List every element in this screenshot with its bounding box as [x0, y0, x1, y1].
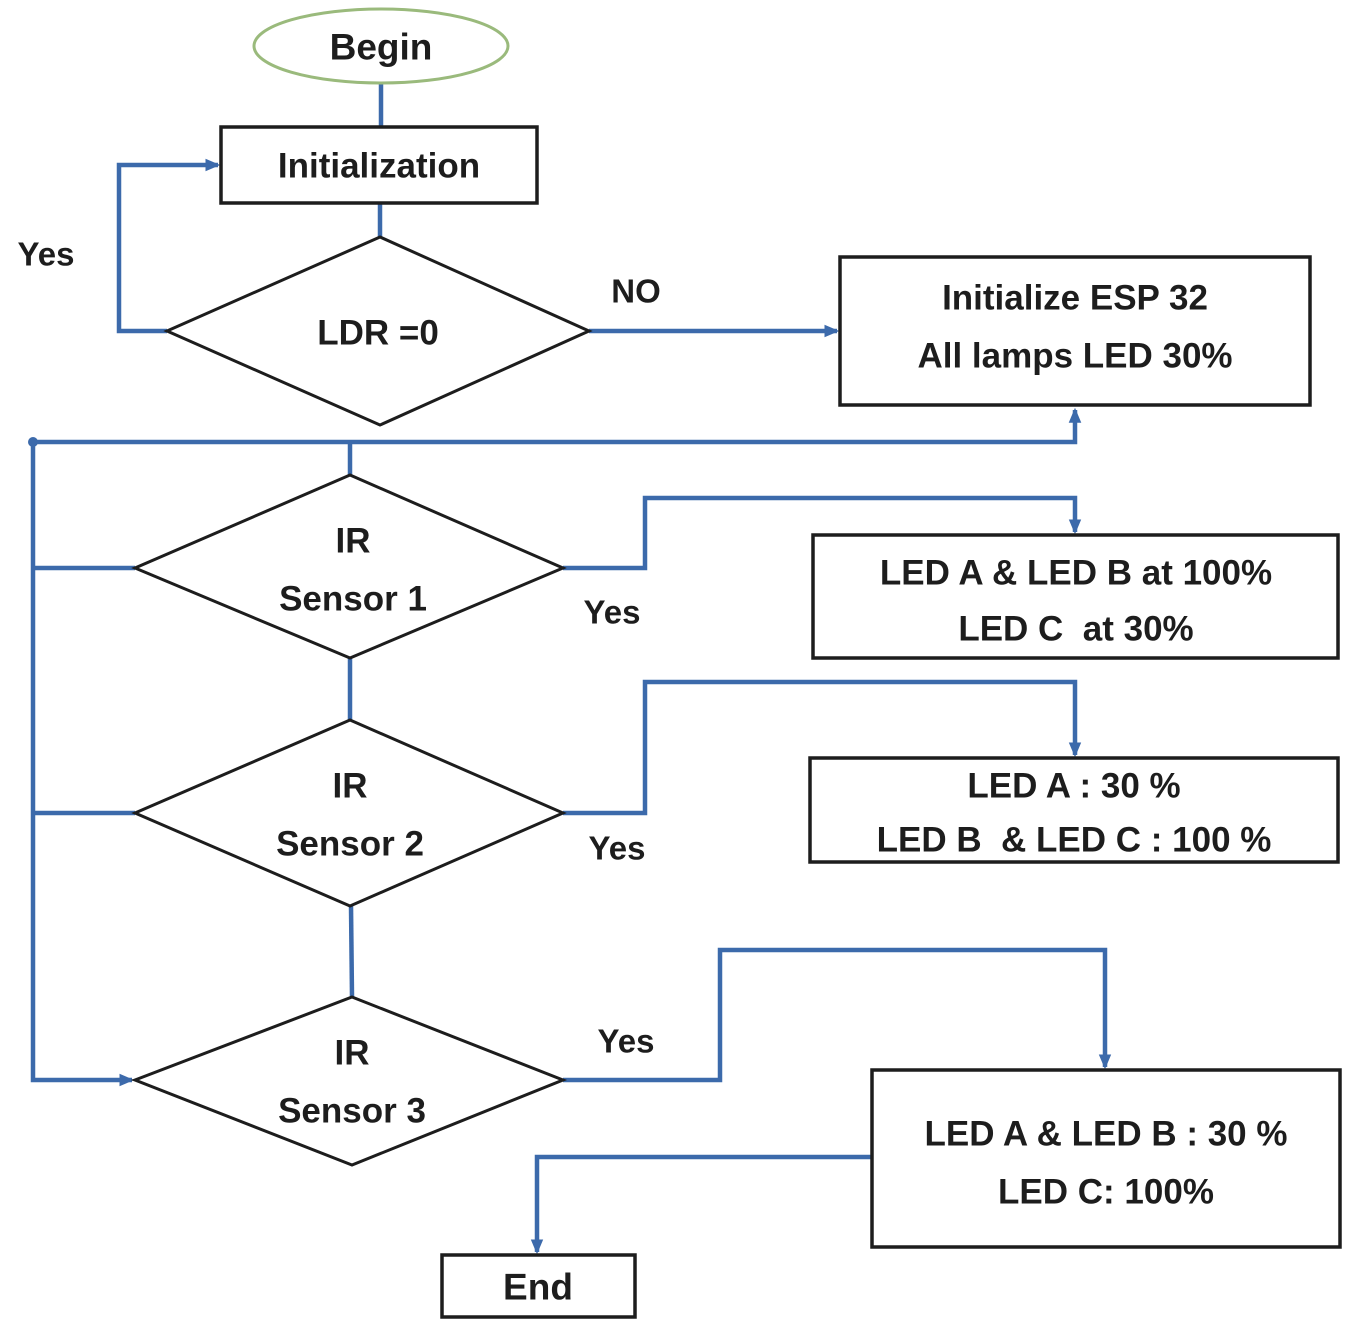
initialization-process: Initialization	[219, 125, 539, 205]
ldr-no-label: NO	[611, 273, 661, 310]
edge-rail-to-esp32-bottom	[33, 407, 1082, 445]
edge-left-rail-to-ir3	[30, 442, 135, 1087]
led-action-3-line2: LED C: 100%	[998, 1173, 1214, 1212]
initialization-rect	[219, 125, 539, 205]
ir-sensor-1-decision: IR Sensor 1	[131, 473, 567, 660]
edge-ir3-yes-to-led3	[563, 947, 1112, 1083]
esp32-process: Initialize ESP 32 All lamps LED 30%	[838, 255, 1312, 407]
edge-ldr-yes-loop	[116, 158, 221, 334]
ldr-yes-label: Yes	[18, 236, 75, 273]
begin-ellipse	[252, 7, 510, 85]
ir-sensor-3-diamond	[130, 995, 568, 1167]
end-rect	[440, 1253, 637, 1319]
led-action-1-rect	[811, 533, 1340, 660]
led-action-3-rect	[870, 1068, 1342, 1249]
esp32-rect	[838, 255, 1312, 407]
ir-sensor-3-label-line2: Sensor 3	[278, 1092, 426, 1131]
esp32-label-line1: Initialize ESP 32	[942, 279, 1208, 318]
ir-sensor-1-diamond	[131, 473, 567, 660]
ir3-yes-label: Yes	[598, 1023, 655, 1060]
edge-ir2-yes-to-led2	[563, 679, 1082, 816]
rail-corner-dot	[28, 437, 38, 447]
led-action-2-process: LED A : 30 % LED B & LED C : 100 %	[808, 756, 1340, 864]
edge-ir1-yes-to-led1	[563, 495, 1082, 571]
ir2-yes-label: Yes	[589, 830, 646, 867]
ir-sensor-2-label-line2: Sensor 2	[276, 825, 424, 864]
ir-sensor-1-label-line2: Sensor 1	[279, 580, 427, 619]
led-action-1-process: LED A & LED B at 100% LED C at 30%	[811, 533, 1340, 660]
led-action-2-rect	[808, 756, 1340, 864]
led-action-3-process: LED A & LED B : 30 % LED C: 100%	[870, 1068, 1342, 1249]
edge-led3-to-end	[530, 1154, 872, 1255]
ir1-yes-label: Yes	[584, 594, 641, 631]
ir-sensor-1-label-line1: IR	[336, 522, 371, 561]
led-action-1-line2: LED C at 30%	[958, 610, 1193, 649]
led-action-2-line1: LED A : 30 %	[967, 767, 1180, 806]
initialization-label: Initialization	[278, 147, 480, 186]
led-action-1-line1: LED A & LED B at 100%	[880, 554, 1272, 593]
ldr-diamond	[163, 235, 593, 427]
ir-sensor-3-label-line1: IR	[335, 1034, 370, 1073]
begin-terminator: Begin	[252, 7, 510, 85]
end-terminator: End	[440, 1253, 637, 1319]
ir-sensor-2-diamond	[131, 718, 567, 908]
esp32-label-line2: All lamps LED 30%	[917, 337, 1232, 376]
ldr-decision: LDR =0	[163, 235, 593, 427]
edge-ir2-to-ir3	[348, 905, 355, 998]
ir-sensor-2-decision: IR Sensor 2	[131, 718, 567, 908]
ir-sensor-3-decision: IR Sensor 3	[130, 995, 568, 1167]
led-action-2-line2: LED B & LED C : 100 %	[877, 821, 1272, 860]
edge-labels: Yes NO Yes Yes Yes	[18, 236, 661, 1060]
ldr-label: LDR =0	[317, 314, 439, 353]
ir-sensor-2-label-line1: IR	[333, 767, 368, 806]
begin-label: Begin	[330, 27, 433, 68]
led-action-3-line1: LED A & LED B : 30 %	[924, 1115, 1287, 1154]
end-label: End	[503, 1267, 573, 1308]
edges	[28, 84, 1112, 1255]
